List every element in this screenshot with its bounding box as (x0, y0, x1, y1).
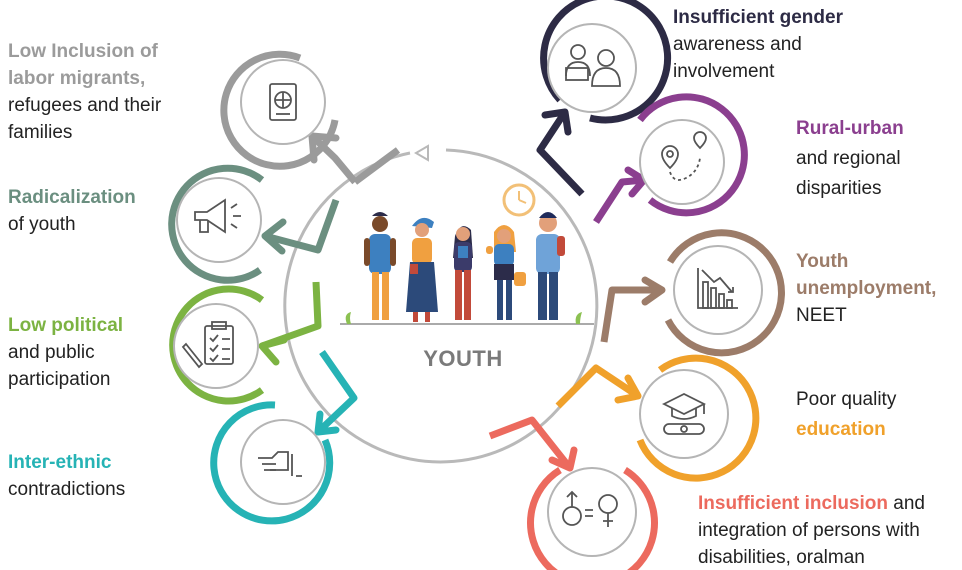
issue-label-political: Low political and public participation (8, 312, 158, 393)
person-2 (406, 217, 438, 322)
issue-title-ethnic: Inter-ethnic (8, 452, 112, 473)
issue-label-inclusion: Insufficient inclusion and integration o… (698, 490, 960, 570)
issue-education-node (555, 354, 760, 482)
issue-inclusion-node (488, 416, 658, 570)
gender-equality-icon (562, 490, 618, 527)
plant-left (345, 312, 351, 324)
plant-right (575, 312, 582, 324)
issue-label-migrants: Low Inclusion of labor migrants, refugee… (8, 38, 198, 146)
issue-desc-political: and public participation (8, 342, 111, 390)
issue-rural-node (593, 93, 748, 224)
person-3 (453, 226, 473, 320)
declining-bar-chart-icon (697, 268, 738, 309)
issue-label-education: Poor quality education (796, 385, 946, 445)
issue-desc-unemployment: NEET (796, 305, 847, 326)
youth-figures-illustration (345, 212, 582, 324)
person-4 (486, 225, 526, 320)
issue-migrants-node (220, 50, 401, 185)
issue-desc-rural: and regional disparities (796, 148, 901, 199)
issue-label-radical: Radicalization of youth (8, 184, 188, 238)
issue-label-ethnic: Inter-ethnic contradictions (8, 449, 178, 503)
center-circle (283, 144, 599, 464)
issue-title-rural: Rural-urban (796, 118, 904, 139)
issue-title-political: Low political (8, 315, 124, 336)
issue-desc-radical: of youth (8, 214, 76, 235)
issue-label-unemployment: Youth unemployment, NEET (796, 248, 956, 329)
issue-label-rural: Rural-urban and regional disparities (796, 114, 946, 204)
person-1 (364, 212, 396, 320)
issue-title-inclusion: Insufficient inclusion (698, 493, 889, 514)
issue-title-education: education (796, 419, 886, 440)
pointing-hand-icon (258, 451, 302, 477)
issue-desc-migrants: refugees and their families (8, 95, 162, 143)
issue-title-unemployment: Youth unemployment, (796, 251, 937, 299)
issue-desc-ethnic: contradictions (8, 479, 126, 500)
issue-title-radical: Radicalization (8, 187, 136, 208)
issue-political-node (169, 281, 322, 405)
issue-title-migrants: Low Inclusion of labor migrants, (8, 41, 158, 89)
graduation-cap-diploma-icon (661, 392, 707, 435)
center-title: YOUTH (423, 346, 503, 371)
passport-globe-icon (269, 83, 297, 121)
issue-radical-node (168, 164, 340, 284)
clock-icon (502, 183, 536, 217)
issue-desc-inclusion: and integration of persons with disabili… (698, 493, 925, 568)
issue-unemployment-node (600, 229, 785, 357)
people-meeting-icon (565, 44, 621, 87)
issue-desc-gender: awareness and involvement (673, 34, 802, 82)
issue-label-gender: Insufficient gender awareness and involv… (673, 4, 873, 85)
issue-desc-education: Poor quality (796, 389, 897, 410)
megaphone-icon (194, 198, 241, 234)
issue-gender-node (536, 0, 672, 197)
issue-ethnic-node (210, 350, 358, 525)
map-route-pins-icon (661, 131, 707, 181)
issue-title-gender: Insufficient gender (673, 7, 843, 28)
clipboard-checklist-icon (181, 321, 234, 369)
person-5 (536, 212, 565, 320)
